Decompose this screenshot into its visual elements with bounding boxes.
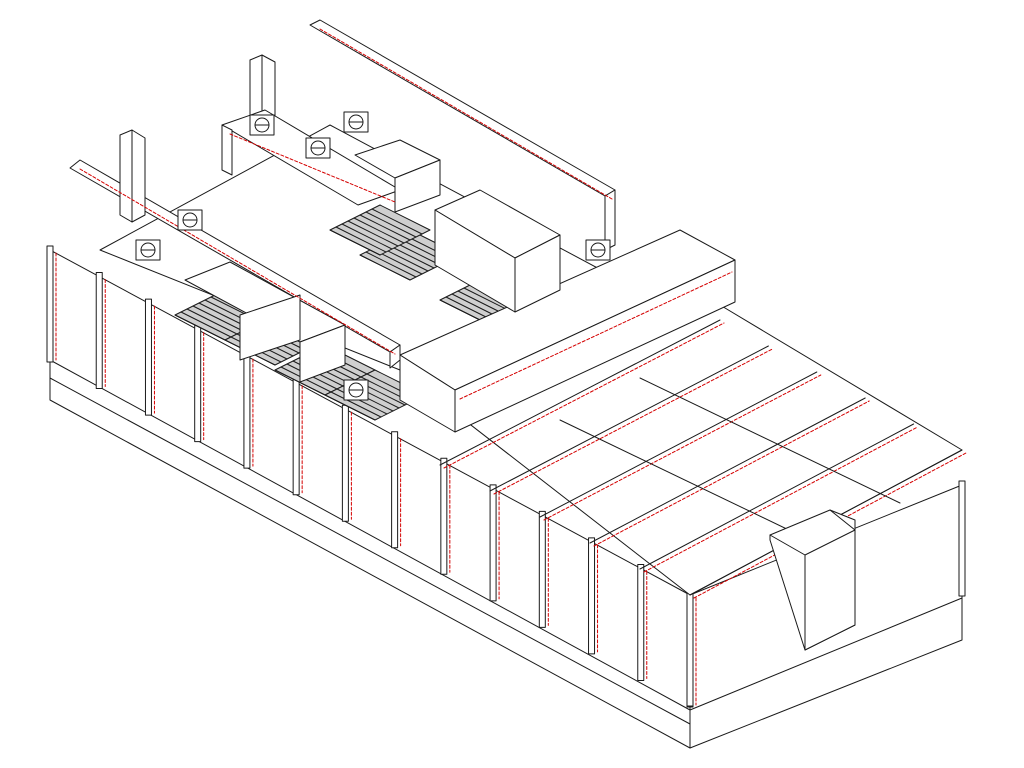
roller — [192, 305, 244, 332]
roller — [341, 223, 393, 250]
panel-post — [292, 378, 300, 496]
fan-unit — [249, 114, 275, 136]
panel-post — [538, 510, 546, 628]
hidden-edges — [55, 252, 697, 706]
panel-post — [391, 431, 399, 549]
roof-rib — [539, 371, 818, 518]
panel-post — [637, 563, 645, 681]
panel-post — [144, 298, 152, 416]
panel-post — [588, 537, 596, 655]
panel-post — [95, 272, 103, 390]
panel-post — [440, 457, 448, 575]
fan-unit — [343, 111, 369, 133]
fan-units — [135, 111, 611, 401]
fan-unit — [305, 137, 331, 159]
roof-rib — [589, 397, 866, 544]
fan-unit — [585, 239, 611, 261]
roller — [186, 308, 238, 335]
panel-post — [243, 351, 251, 469]
panel-post — [46, 245, 54, 363]
roller — [365, 251, 417, 278]
duct-system — [69, 19, 736, 433]
roller — [329, 229, 381, 256]
roof-rib-hidden — [543, 374, 822, 521]
roof-rib-hidden — [593, 400, 870, 547]
fan-unit — [343, 379, 369, 401]
duct-hidden-edge — [459, 271, 733, 400]
roof-rib-hidden — [643, 426, 919, 573]
roller — [174, 314, 226, 341]
roof-rib-hidden — [493, 348, 773, 495]
fan-unit — [177, 209, 203, 231]
roller-conveyors — [99, 124, 621, 421]
roof-rib — [489, 345, 769, 492]
roller — [330, 391, 382, 418]
panel-post — [489, 484, 497, 602]
roof-rib-hidden — [693, 452, 967, 599]
panel-post — [194, 325, 202, 443]
panel-post — [341, 404, 349, 522]
duct-hidden-edge — [319, 28, 613, 200]
duct-hidden-edges — [79, 28, 733, 400]
roller — [359, 214, 411, 241]
duct-hidden-edge — [79, 168, 396, 355]
roller — [347, 220, 399, 247]
roller — [180, 311, 232, 338]
roller — [324, 394, 376, 421]
roller — [353, 217, 405, 244]
corner-post — [958, 480, 966, 597]
roller-sets — [174, 204, 541, 421]
roof-rib — [439, 319, 721, 466]
roller — [359, 254, 411, 281]
duct-hidden-edge — [229, 133, 396, 203]
roller — [335, 226, 387, 253]
panel-dividers — [46, 245, 966, 708]
fan-unit — [135, 239, 161, 261]
corner-post — [686, 590, 694, 707]
roof-rib — [639, 423, 915, 570]
access-door — [769, 509, 856, 651]
roller — [371, 208, 423, 235]
roller — [365, 211, 417, 238]
roof-rib-hidden — [443, 322, 725, 469]
